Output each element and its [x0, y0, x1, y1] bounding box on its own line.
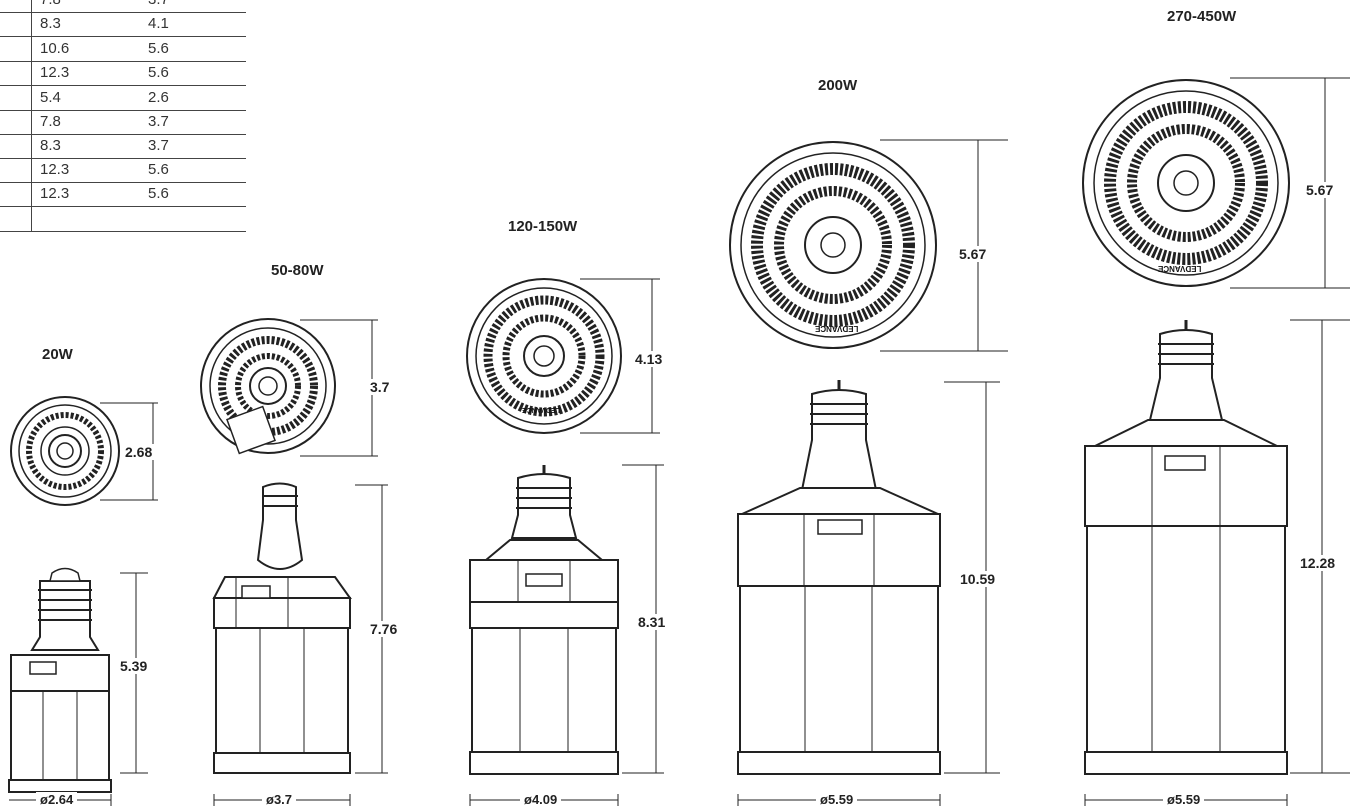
- lamp-270w-side-dimension: [1290, 319, 1350, 774]
- table-row: 12.3 5.6: [0, 158, 246, 183]
- lamp-120w-top-view: [466, 278, 622, 434]
- table-cell: 12.3: [40, 185, 70, 202]
- table-row: 8.3 3.7: [0, 134, 246, 159]
- lamp-200w-base-dim: ø5.59: [816, 792, 858, 807]
- lamp-120w-label: 120-150W: [508, 218, 578, 235]
- table-cell: 5.6: [148, 40, 169, 57]
- lamp-50w-side-view: [212, 482, 352, 774]
- lamp-270w-side-dim: 12.28: [1298, 555, 1338, 571]
- lamp-270w-label: 270-450W: [1167, 8, 1237, 25]
- lamp-20w-side-dim: 5.39: [118, 658, 150, 674]
- table-cell: 5.4: [40, 89, 61, 106]
- lamp-20w-side-view: [8, 567, 112, 793]
- lamp-50w-base-dim: ø3.7: [262, 792, 297, 807]
- lamp-200w-side-view: [737, 380, 941, 775]
- lamp-20w-top-dim: 2.68: [123, 444, 155, 460]
- brand-logo-270w: LEDVANCE: [1158, 264, 1202, 273]
- lamp-270w-base-dim: ø5.59: [1163, 792, 1205, 807]
- lamp-20w-top-view: [10, 396, 120, 506]
- lamp-200w-top-view: [729, 141, 937, 349]
- lamp-270w-top-dim: 5.67: [1304, 182, 1336, 198]
- table-cell: 7.8: [40, 0, 61, 8]
- lamp-20w-base-dim: ø2.64: [36, 792, 78, 807]
- lamp-200w-label: 200W: [818, 77, 858, 94]
- table-row: 10.6 5.6: [0, 37, 246, 62]
- lamp-50w-top-view: [200, 318, 336, 455]
- table-cell: 3.7: [148, 137, 169, 154]
- table-cell: 8.3: [40, 15, 61, 32]
- lamp-50w-top-dim: 3.7: [368, 379, 392, 395]
- lamp-200w-top-dimension: [880, 139, 1008, 352]
- table-cell: 12.3: [40, 161, 70, 178]
- table-row: 12.3 5.6: [0, 61, 246, 86]
- table-cell: 4.1: [148, 15, 169, 32]
- brand-logo-120w: LEDVANCE: [522, 406, 560, 413]
- lamp-20w-label: 20W: [42, 346, 73, 363]
- table-cell: 2.6: [148, 89, 169, 106]
- lamp-120w-side-dim: 8.31: [636, 614, 668, 630]
- table-row: 7.8 3.7: [0, 110, 246, 135]
- lamp-50w-label: 50-80W: [271, 262, 324, 279]
- table-cell: 3.7: [148, 113, 169, 130]
- table-row: 12.3 5.6: [0, 182, 246, 231]
- table-cell: 5.6: [148, 64, 169, 81]
- table-cell: 5.6: [148, 161, 169, 178]
- table-cell: 12.3: [40, 64, 70, 81]
- table-cell: 8.3: [40, 137, 61, 154]
- table-row: 5.4 2.6: [0, 86, 246, 111]
- lamp-120w-side-view: [469, 465, 619, 775]
- table-cell: 5.6: [148, 185, 169, 202]
- lamp-200w-top-dim: 5.67: [957, 246, 989, 262]
- lamp-120w-top-dim: 4.13: [633, 351, 665, 367]
- table-cell: 10.6: [40, 40, 70, 57]
- brand-logo-200w: LEDVANCE: [815, 324, 859, 333]
- lamp-50w-side-dim: 7.76: [368, 621, 400, 637]
- lamp-270w-side-view: [1084, 320, 1288, 775]
- table-row: 8.3 4.1: [0, 12, 246, 37]
- lamp-200w-side-dim: 10.59: [958, 571, 998, 587]
- lamp-120w-base-dim: ø4.09: [520, 792, 562, 807]
- lamp-270w-top-view: [1082, 79, 1290, 287]
- table-row: 7.8 3.7: [0, 0, 246, 13]
- table-cell: 7.8: [40, 113, 61, 130]
- table-cell: 3.7: [148, 0, 169, 8]
